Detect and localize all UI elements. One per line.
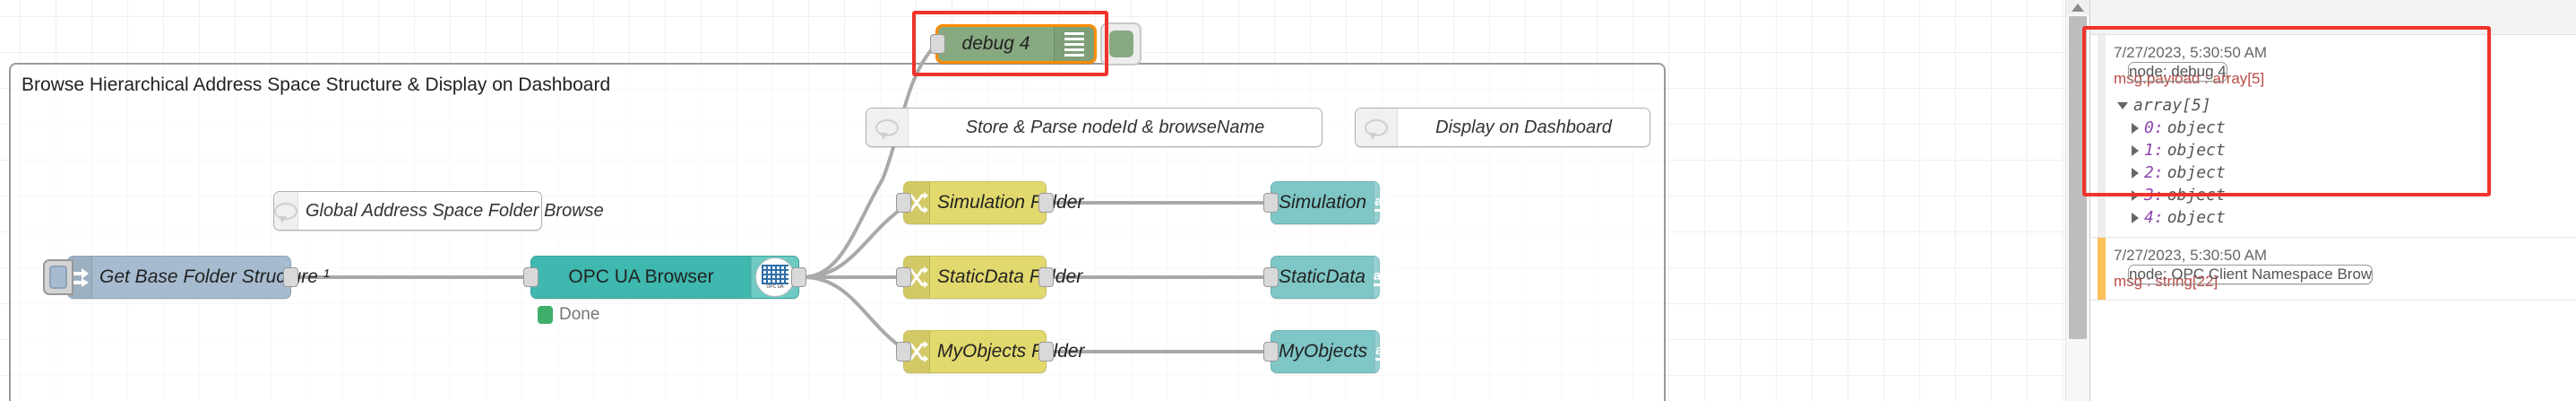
comment-node-global-address-space[interactable]: Global Address Space Folder Browse (273, 191, 604, 231)
switch-node-label: MyObjects Folder (937, 341, 1085, 362)
debug-message-source-node: node: OPC Client Namespace Brow (2128, 265, 2374, 284)
tree-item-index: 2: (2144, 163, 2164, 182)
debug-sidebar-panel[interactable]: 7/27/2023, 5:30:50 AM node: debug 4 msg.… (2089, 0, 2576, 401)
comment-node-display-dashboard[interactable]: Display on Dashboard (1355, 108, 1650, 147)
tree-item-index: 1: (2144, 141, 2164, 160)
comment-bubble-icon (274, 192, 298, 230)
tree-item-index: 4: (2144, 208, 2164, 227)
tree-item-type: object (2167, 208, 2226, 227)
switch-input-port[interactable] (896, 193, 911, 213)
flow-canvas[interactable]: Browse Hierarchical Address Space Struct… (0, 0, 2065, 401)
abc-icon: abc (1374, 182, 1400, 223)
opc-ua-logo-mark: OPC UA (755, 257, 795, 297)
tree-item-row[interactable]: 2: object (2132, 163, 2566, 183)
debug-node[interactable]: debug 4 (930, 24, 1097, 64)
inject-output-port[interactable] (283, 267, 298, 287)
comment-bubble-icon (866, 109, 909, 146)
abc-icon: abc (1372, 257, 1399, 298)
debug-lines-icon (1054, 27, 1094, 61)
canvas-selection-highlight (912, 11, 1108, 76)
opcua-output-port[interactable] (791, 267, 806, 287)
switch-node-myobjects-folder[interactable]: MyObjects Folder (896, 330, 1085, 373)
tree-item-row[interactable]: 1: object (2132, 141, 2566, 161)
ui-text-node-simulation[interactable]: Simulation abc (1263, 181, 1400, 224)
chevron-down-icon[interactable] (2117, 102, 2128, 109)
opcua-node-label: OPC UA Browser (568, 266, 714, 287)
comment-node-store-parse[interactable]: Store & Parse nodeId & browseName (866, 108, 1322, 147)
status-dot-icon (538, 306, 553, 324)
flow-group-title: Browse Hierarchical Address Space Struct… (22, 74, 611, 95)
comment-bubble-icon (1356, 109, 1398, 146)
switch-node-label: StaticData Folder (937, 266, 1083, 287)
tree-item-type: object (2167, 118, 2226, 137)
opcua-node-status: Done (538, 305, 599, 325)
tree-root-label: array[5] (2133, 96, 2211, 115)
debug-message-header: 7/27/2023, 5:30:50 AM node: debug 4 (2114, 44, 2566, 82)
debug-toggle-indicator (1108, 31, 1133, 57)
chevron-right-icon[interactable] (2132, 190, 2139, 201)
opc-ua-logo-grid (762, 265, 788, 284)
switch-node-simulation-folder[interactable]: Simulation Folder (896, 181, 1083, 224)
switch-input-port[interactable] (896, 267, 911, 287)
debug-message-tree[interactable]: array[5] 0: object 1: object 2: object (2114, 96, 2566, 228)
switch-input-port[interactable] (896, 342, 911, 362)
inject-node-label: Get Base Folder Structure ¹ (99, 266, 330, 287)
tree-root-row[interactable]: array[5] (2117, 96, 2566, 116)
debug-sidebar-header (2090, 0, 2576, 35)
scrollbar-thumb[interactable] (2069, 16, 2087, 339)
comment-node-label: Global Address Space Folder Browse (306, 200, 604, 221)
ui-text-node-label: Simulation (1279, 192, 1367, 213)
debug-node-label: debug 4 (961, 33, 1030, 54)
inject-button-indicator (49, 266, 67, 289)
tree-item-row[interactable]: 4: object (2132, 208, 2566, 228)
switch-output-port[interactable] (1038, 267, 1054, 287)
tree-item-row[interactable]: 3: object (2132, 186, 2566, 205)
ui-text-input-port[interactable] (1263, 267, 1279, 287)
debug-message-stripe (2098, 238, 2106, 300)
switch-output-port[interactable] (1038, 342, 1054, 362)
comment-node-label: Display on Dashboard (1435, 117, 1612, 137)
scroll-up-arrow-icon[interactable] (2066, 0, 2089, 14)
tree-item-type: object (2167, 186, 2226, 205)
tree-item-type: object (2167, 163, 2226, 182)
ui-text-node-label: MyObjects (1279, 341, 1368, 362)
debug-message-item[interactable]: 7/27/2023, 5:30:50 AM node: OPC Client N… (2090, 238, 2576, 301)
status-label: Done (559, 305, 600, 324)
opcua-input-port[interactable] (523, 267, 538, 287)
tree-item-index: 0: (2144, 118, 2164, 137)
chevron-right-icon[interactable] (2132, 123, 2139, 134)
tree-item-row[interactable]: 0: object (2132, 118, 2566, 138)
tree-item-index: 3: (2144, 186, 2164, 205)
tree-item-type: object (2167, 141, 2226, 160)
debug-message-timestamp: 7/27/2023, 5:30:50 AM (2114, 44, 2268, 61)
debug-message-stripe (2098, 35, 2106, 237)
ui-text-input-port[interactable] (1263, 342, 1279, 362)
switch-node-staticdata-folder[interactable]: StaticData Folder (896, 256, 1082, 299)
switch-output-port[interactable] (1038, 193, 1054, 213)
debug-input-port[interactable] (930, 34, 945, 54)
debug-message-property: msg : string[22] (2114, 273, 2218, 290)
ui-text-input-port[interactable] (1263, 193, 1279, 213)
ui-text-node-label: StaticData (1279, 266, 1366, 287)
comment-node-label: Store & Parse nodeId & browseName (965, 117, 1265, 137)
chevron-right-icon[interactable] (2132, 213, 2139, 223)
switch-node-label: Simulation Folder (937, 192, 1084, 213)
canvas-vertical-scrollbar[interactable] (2065, 0, 2089, 401)
debug-message-timestamp: 7/27/2023, 5:30:50 AM (2114, 247, 2268, 264)
chevron-right-icon[interactable] (2132, 168, 2139, 179)
inject-node-get-base-folder-structure[interactable]: Get Base Folder Structure ¹ (43, 256, 330, 299)
debug-message-item[interactable]: 7/27/2023, 5:30:50 AM node: debug 4 msg.… (2090, 35, 2576, 238)
ui-text-node-staticdata[interactable]: StaticData abc (1263, 256, 1399, 299)
ui-text-node-myobjects[interactable]: MyObjects abc (1263, 330, 1400, 373)
opc-ua-logo-icon: OPC UA (751, 257, 798, 298)
opc-ua-logo-caption: OPC UA (766, 284, 784, 290)
inject-trigger-button[interactable] (43, 259, 73, 295)
debug-message-header: 7/27/2023, 5:30:50 AM node: OPC Client N… (2114, 247, 2566, 284)
abc-icon: abc (1374, 331, 1400, 372)
chevron-right-icon[interactable] (2132, 145, 2139, 156)
debug-message-source-node: node: debug 4 (2128, 62, 2227, 82)
opcua-browser-node[interactable]: OPC UA Browser OPC UA (523, 256, 806, 299)
